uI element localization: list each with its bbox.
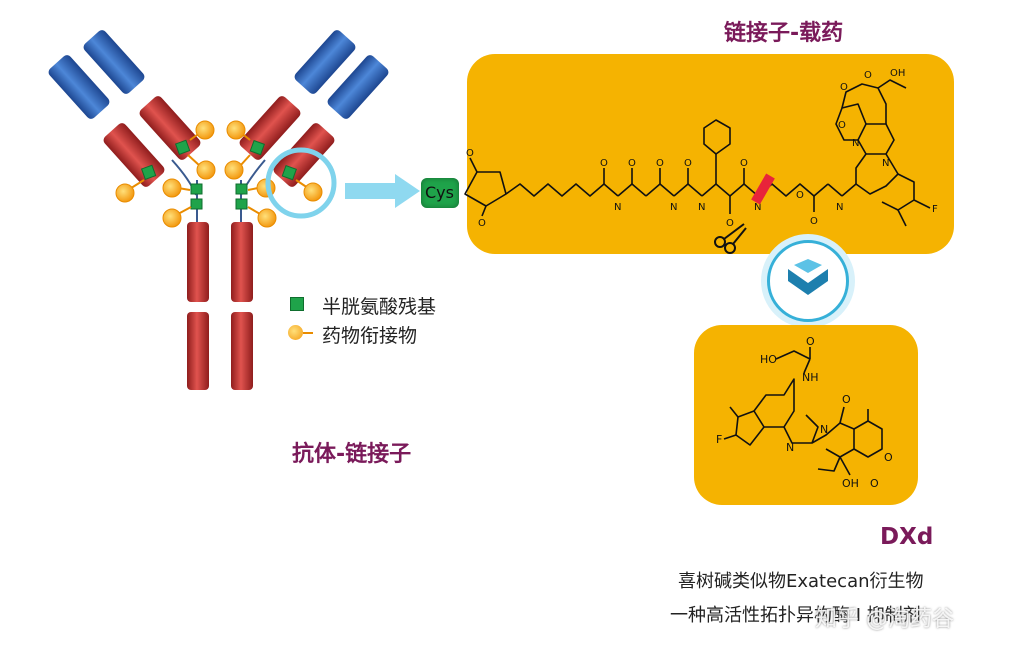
cysteine-marker — [190, 183, 203, 195]
fc-region — [187, 222, 253, 390]
cysteine-marker — [249, 139, 265, 156]
zoom-arrow — [345, 174, 420, 208]
cysteine-marker — [235, 183, 248, 195]
cys-box — [421, 178, 459, 208]
atom-label: O — [796, 190, 804, 201]
cysteine-marker — [235, 198, 248, 210]
atom-label: O — [810, 216, 818, 227]
atom-label: O — [478, 218, 486, 229]
cys-label: Cys — [425, 183, 454, 202]
dxd-title: DXd — [880, 524, 934, 550]
cysteine-marker — [174, 139, 191, 155]
atom-label: O — [884, 451, 893, 464]
atom-label: O — [466, 148, 474, 159]
atom-label: O — [838, 120, 846, 131]
atom-label: O — [628, 158, 636, 169]
highlight-circle — [265, 147, 337, 219]
scissors-icon — [714, 223, 747, 254]
atom-label: F — [932, 204, 938, 215]
atom-label: O — [684, 158, 692, 169]
left-heavy-variable — [83, 30, 145, 94]
dxd-structure: HO O NH F N N O O O OH — [716, 335, 893, 490]
caption-line-1: 喜树碱类似物Exatecan衍生物 — [678, 571, 924, 592]
legend-drug-linker-stalk — [303, 332, 313, 334]
atom-label: O — [726, 218, 734, 229]
right-ch2 — [231, 222, 253, 302]
linker-payload-structure: O O O N O O N O N O O N O O N N N F O O … — [464, 68, 938, 254]
atom-label: OH — [842, 477, 859, 490]
atom-label: N — [882, 158, 889, 169]
antibody-linker-title: 抗体-链接子 — [292, 442, 412, 467]
legend: 半胱氨酸残基 药物衔接物 — [288, 292, 488, 352]
atom-label: O — [600, 158, 608, 169]
left-light-variable — [48, 55, 110, 119]
atom-label: O — [656, 158, 664, 169]
left-ch2 — [187, 222, 209, 302]
watermark: 知乎 @淘药谷 — [815, 607, 954, 632]
atom-label: O — [740, 158, 748, 169]
atom-label: N — [852, 138, 859, 149]
cleavage-site-marker — [751, 173, 775, 205]
atom-label: O — [840, 82, 848, 93]
legend-drug-linker-swatch — [288, 325, 303, 340]
atom-label: N — [698, 202, 705, 213]
atom-label: N — [614, 202, 621, 213]
atom-label: HO — [760, 353, 777, 366]
caption-line-2: 一种高活性拓扑异构酶 I 抑制剂 — [670, 605, 921, 626]
cysteine-residues — [140, 139, 297, 210]
right-heavy-variable — [294, 30, 356, 94]
hinge-lines — [171, 159, 266, 222]
atom-label: N — [836, 202, 843, 213]
antibody-diagram — [48, 30, 420, 390]
atom-label: N — [754, 202, 761, 213]
atom-label: O — [806, 335, 815, 348]
right-light-variable — [327, 55, 389, 119]
atom-label: N — [670, 202, 677, 213]
linker-payload-title: 链接子-载药 — [724, 21, 844, 46]
atom-label: N — [786, 441, 794, 454]
atom-label: F — [716, 433, 722, 446]
atom-label: O — [870, 477, 879, 490]
atom-label: NH — [802, 371, 819, 384]
atom-label: N — [820, 423, 828, 436]
drug-linkers — [115, 120, 323, 228]
atom-label: OH — [890, 68, 905, 79]
legend-cysteine-swatch — [290, 297, 304, 311]
cysteine-marker — [140, 164, 157, 180]
left-ch3 — [187, 312, 209, 390]
atom-label: O — [864, 70, 872, 81]
atom-label: O — [842, 393, 851, 406]
legend-drug-linker-label: 药物衔接物 — [322, 325, 418, 347]
cysteine-marker — [281, 164, 297, 181]
legend-cysteine-label: 半胱氨酸残基 — [322, 296, 437, 318]
right-ch3 — [231, 312, 253, 390]
cysteine-marker — [190, 198, 203, 210]
down-chevron-icon — [767, 240, 849, 322]
